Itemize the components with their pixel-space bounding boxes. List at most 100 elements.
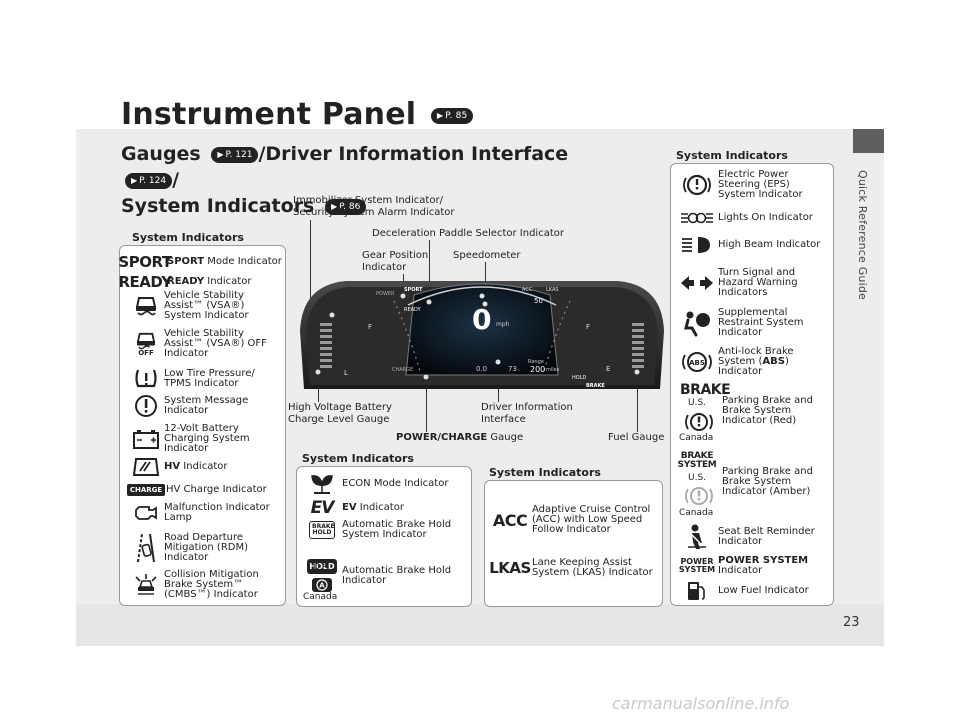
- label-bold: HV: [164, 461, 181, 472]
- title-page-ref[interactable]: ▶P. 85: [430, 107, 474, 124]
- list-item-hv-charge: CHARGE HV Charge Indicator: [126, 478, 267, 502]
- vsa-off-icon: OFF: [128, 329, 164, 359]
- item-label: HV Charge Indicator: [166, 484, 267, 495]
- callout-fuel: Fuel Gauge: [608, 432, 665, 443]
- vsa-icon: [128, 294, 164, 318]
- cluster-temp: 73: [508, 365, 517, 373]
- rdm-icon: [128, 531, 164, 565]
- list-item-eps: Electric Power Steering (EPS) System Ind…: [676, 170, 818, 200]
- power-system-icon: POWER SYSTEM: [676, 554, 718, 578]
- brake-amber-canada-label: Canada: [679, 508, 714, 518]
- list-item-brake-hold-system: BRAKE HOLD Automatic Brake Hold System I…: [304, 518, 460, 542]
- item-label: System Message Indicator: [164, 395, 249, 416]
- item-label: SPORT Mode Indicator: [167, 257, 282, 267]
- callout-bold: POWER/CHARGE: [396, 432, 488, 443]
- label-post: ) Indicator: [718, 356, 789, 377]
- cluster-range-value: 200: [530, 365, 546, 374]
- subtitle-ref-indicators[interactable]: ▶P. 86: [325, 198, 367, 215]
- item-label: Collision Mitigation Brake System™ (CMBS…: [164, 569, 259, 600]
- brake-amber-us-label: U.S.: [688, 473, 707, 483]
- icon-text: OFF: [138, 348, 154, 357]
- icon-text: CHARGE: [126, 484, 166, 496]
- cluster-range-unit: miles: [546, 367, 560, 373]
- list-item-mil: Malfunction Indicator Lamp: [128, 501, 282, 525]
- cluster-brake: BRAKE: [586, 383, 605, 389]
- item-label: ECON Mode Indicator: [342, 478, 449, 489]
- left-indicator-box: [119, 245, 286, 606]
- icon-text: SPORT: [118, 253, 172, 271]
- cluster-graphic: [300, 281, 664, 389]
- cmbs-icon: [128, 573, 164, 597]
- icon-text: EV: [310, 498, 335, 518]
- subtitle-ref-gauges[interactable]: ▶P. 121: [211, 146, 259, 163]
- list-item-vsa: Vehicle Stability Assist™ (VSA®) System …: [128, 291, 282, 321]
- section-tab: [853, 129, 884, 153]
- brake-hold-icon: BRAKE HOLD: [304, 518, 340, 542]
- subtitle-ref-dii[interactable]: ▶P. 124: [125, 172, 173, 189]
- list-item-econ: ECON Mode Indicator: [304, 472, 448, 496]
- srs-icon: [676, 308, 718, 338]
- item-label: EV Indicator: [342, 503, 404, 513]
- tpms-icon: [128, 367, 164, 391]
- us-label: U.S.: [313, 563, 332, 573]
- item-label: 12-Volt Battery Charging System Indicato…: [164, 423, 250, 454]
- cluster-acc: ACC: [522, 287, 533, 293]
- hv-gauge-bars: [320, 323, 332, 368]
- label-text: Indicator: [356, 502, 404, 513]
- item-label: Supplemental Restraint System Indicator: [718, 307, 804, 338]
- cluster-set-speed: 50: [534, 297, 543, 305]
- cluster-power-label: POWER: [376, 291, 395, 297]
- label-bold: ABS: [762, 356, 785, 367]
- right-box-heading: System Indicators: [676, 149, 788, 162]
- right-indicator-box: [670, 163, 834, 606]
- hold-canada-icon: A: [306, 573, 338, 597]
- cluster-ready: READY: [404, 307, 421, 313]
- cluster-hold: HOLD: [572, 375, 587, 381]
- item-label: Malfunction Indicator Lamp: [164, 502, 270, 523]
- list-item-vsa-off: OFF Vehicle Stability Assist™ (VSA®) OFF…: [128, 329, 282, 359]
- item-label: Automatic Brake Hold System Indicator: [342, 519, 452, 540]
- cluster-hv-full: F: [368, 323, 373, 331]
- fuel-gauge-bars: [632, 323, 644, 368]
- sport-text-icon: SPORT: [118, 250, 172, 274]
- battery-icon: [128, 427, 164, 451]
- list-item-acc: ACC Adaptive Cruise Control (ACC) with L…: [490, 505, 652, 535]
- ref-text: P. 86: [339, 201, 361, 212]
- label-bold: SPORT: [167, 256, 205, 267]
- item-label: Electric Power Steering (EPS) System Ind…: [718, 169, 803, 200]
- icon-text: READY: [118, 273, 172, 291]
- callout-speedometer: Speedometer: [453, 250, 521, 261]
- list-item-cmbs: Collision Mitigation Brake System™ (CMBS…: [128, 570, 282, 600]
- ready-text-icon: READY: [118, 270, 172, 294]
- hold-icon: HOLD: [304, 554, 340, 578]
- item-label: Vehicle Stability Assist™ (VSA®) System …: [164, 290, 249, 321]
- item-label: Adaptive Cruise Control (ACC) with Low S…: [532, 504, 651, 535]
- list-item-tpms: Low Tire Pressure/ TPMS Indicator: [128, 367, 282, 391]
- cluster-fuel-empty: E: [606, 365, 611, 373]
- acc-text-icon: ACC: [490, 508, 530, 532]
- label-bold: READY: [167, 276, 205, 287]
- item-label: Turn Signal and Hazard Warning Indicator…: [718, 267, 798, 298]
- cluster-lkas: LKAS: [546, 287, 559, 293]
- item-label: Road Departure Mitigation (RDM) Indicato…: [164, 532, 248, 563]
- label-pre: Anti-lock Brake System (: [718, 346, 794, 367]
- item-label: Seat Belt Reminder Indicator: [718, 526, 815, 547]
- ref-text: P. 124: [139, 175, 167, 186]
- leader-fuel: [637, 372, 638, 432]
- ev-icon: EV: [304, 496, 340, 520]
- list-item-system-message: System Message Indicator: [128, 394, 282, 418]
- subtitle-slash: /: [172, 169, 180, 191]
- title-text: Instrument Panel: [121, 97, 417, 132]
- page-footer-strip: [76, 604, 884, 646]
- brake-red-canada-icon: [684, 411, 714, 437]
- label-bold: POWER SYSTEM: [718, 555, 809, 566]
- acc-indicator-box: [484, 480, 663, 607]
- item-label: Lane Keeping Assist System (LKAS) Indica…: [532, 557, 653, 578]
- cluster-speed-unit: mph: [496, 321, 510, 328]
- hv-icon: [128, 455, 164, 479]
- list-item-rdm: Road Departure Mitigation (RDM) Indicato…: [128, 531, 282, 565]
- high-beam-icon: [676, 233, 718, 257]
- icon-text: HOLD: [307, 558, 337, 574]
- abs-icon: ABS: [676, 347, 718, 377]
